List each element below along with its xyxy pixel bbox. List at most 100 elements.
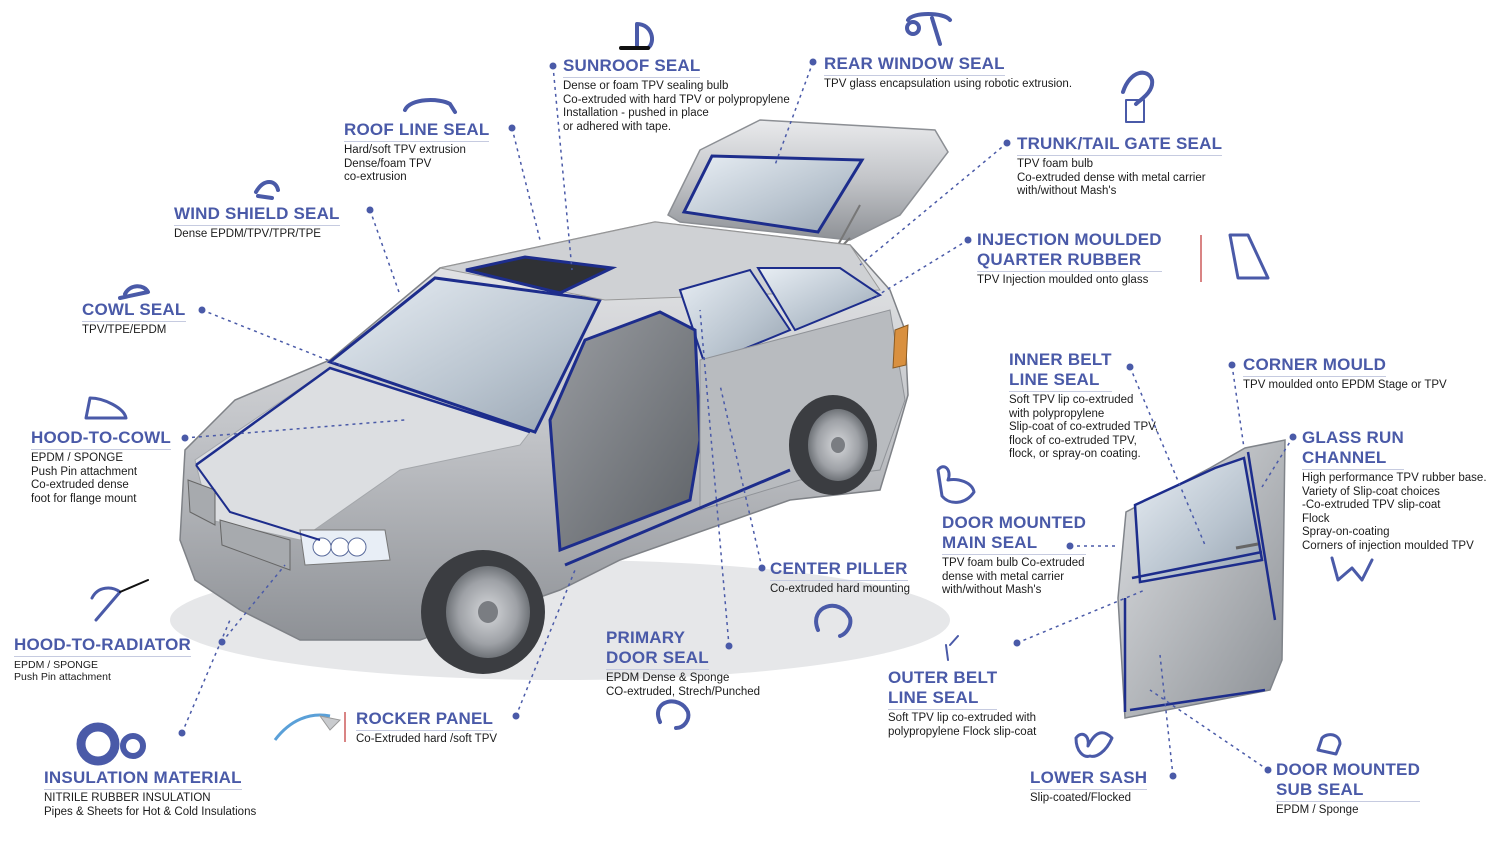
- label-description: TPV/TPE/EPDM: [82, 324, 186, 338]
- label-description-line: co-extrusion: [344, 171, 407, 183]
- label-description: EPDM / Sponge: [1276, 804, 1420, 818]
- hood-to-radiator-profile-icon: [90, 579, 149, 622]
- label-title-line: MAIN SEAL: [942, 533, 1038, 552]
- label-description: Dense EPDM/TPV/TPR/TPE: [174, 228, 340, 242]
- label-sunroof-seal: SUNROOF SEAL Dense or foam TPV sealing b…: [563, 56, 790, 134]
- label-description-line: -Co-extruded TPV slip-coat: [1302, 499, 1441, 511]
- label-title: ROOF LINE SEAL: [344, 120, 490, 142]
- label-description-line: Installation - pushed in place: [563, 107, 709, 119]
- trunk-profile-icon: [1121, 70, 1155, 123]
- label-title-line: HOOD-TO-RADIATOR: [14, 635, 191, 654]
- label-description-line: TPV foam bulb Co-extruded: [942, 557, 1085, 569]
- label-description-line: with/without Mash's: [942, 584, 1042, 596]
- label-description-line: TPV/TPE/EPDM: [82, 324, 167, 336]
- label-description-line: Flock: [1302, 512, 1330, 525]
- label-description-line: Slip-coated/Flocked: [1030, 792, 1131, 804]
- label-title-line: OUTER BELT: [888, 668, 998, 687]
- label-title-line: COWL SEAL: [82, 300, 186, 319]
- label-title-line: INNER BELT: [1009, 350, 1112, 369]
- label-title-line: REAR WINDOW SEAL: [824, 54, 1005, 73]
- cowl-profile-icon: [118, 284, 150, 300]
- label-description-line: Corners of injection moulded TPV: [1302, 539, 1474, 552]
- door-main-seal-profile-icon: [936, 465, 976, 504]
- label-title-line: CENTER PILLER: [770, 559, 908, 578]
- insulation-rings-icon: [76, 722, 146, 766]
- label-description-line: TPV moulded onto EPDM Stage or TPV: [1243, 379, 1447, 391]
- label-title-line: INJECTION MOULDED: [977, 230, 1162, 249]
- hood-to-cowl-profile-icon: [84, 396, 128, 420]
- label-description: Co-Extruded hard /soft TPV: [356, 733, 497, 747]
- label-description: TPV Injection moulded onto glass: [977, 274, 1162, 288]
- label-description-line: Dense or foam TPV sealing bulb: [563, 80, 729, 92]
- label-title-line: LOWER SASH: [1030, 768, 1148, 787]
- label-title-line: ROOF LINE SEAL: [344, 120, 490, 139]
- label-description: TPV glass encapsulation using robotic ex…: [824, 78, 1072, 92]
- label-title-line: CHANNEL: [1302, 448, 1387, 467]
- label-wind-shield-seal: WIND SHIELD SEAL Dense EPDM/TPV/TPR/TPE: [174, 204, 340, 242]
- sunroof-profile-icon: [619, 22, 654, 50]
- label-title: HOOD-TO-COWL: [31, 428, 171, 450]
- label-title-line: CORNER MOULD: [1243, 355, 1387, 374]
- label-lower-sash: LOWER SASH Slip-coated/Flocked: [1030, 768, 1148, 806]
- label-title: HOOD-TO-RADIATOR: [14, 635, 191, 657]
- label-description-line: Push Pin attachment: [14, 671, 111, 683]
- label-title: LOWER SASH: [1030, 768, 1148, 790]
- wind-shield-profile-icon: [254, 180, 280, 200]
- label-description-line: Variety of Slip-coat choices: [1302, 485, 1440, 498]
- label-rear-window-seal: REAR WINDOW SEAL TPV glass encapsulation…: [824, 54, 1072, 92]
- tailgate: [667, 119, 949, 249]
- label-description-line: EPDM / SPONGE: [31, 452, 124, 464]
- label-title-line: QUARTER RUBBER: [977, 250, 1142, 269]
- label-title-line: HOOD-TO-COWL: [31, 428, 171, 447]
- label-description-line: TPV glass encapsulation using robotic ex…: [824, 78, 1073, 90]
- label-description-line: Co-extruded dense: [31, 479, 129, 491]
- label-description-line: Pipes & Sheets for Hot & Cold Insulation…: [44, 805, 257, 818]
- label-title: INSULATION MATERIAL: [44, 768, 242, 790]
- label-description-line: polypropylene Flock slip-coat: [888, 725, 1037, 738]
- label-center-piller: CENTER PILLER Co-extruded hard mounting: [770, 559, 910, 597]
- label-description: Co-extruded hard mounting: [770, 583, 910, 597]
- label-description-line: Co-Extruded hard /soft TPV: [356, 733, 498, 745]
- label-rocker-panel: ROCKER PANEL Co-Extruded hard /soft TPV: [356, 709, 497, 747]
- label-title-line: ROCKER PANEL: [356, 709, 494, 728]
- label-description-line: Push Pin attachment: [31, 465, 138, 478]
- roof-line-profile-icon: [403, 98, 457, 114]
- label-insulation-material: INSULATION MATERIAL NITRILE RUBBER INSUL…: [44, 768, 256, 819]
- label-description-line: High performance TPV rubber base.: [1302, 472, 1487, 484]
- label-description-line: flock of co-extruded TPV,: [1009, 434, 1137, 447]
- label-title-line: WIND SHIELD SEAL: [174, 204, 340, 223]
- label-title: SUNROOF SEAL: [563, 56, 701, 78]
- label-title: COWL SEAL: [82, 300, 186, 322]
- label-description-line: Soft TPV lip co-extruded with: [888, 712, 1037, 724]
- label-cowl-seal: COWL SEAL TPV/TPE/EPDM: [82, 300, 186, 338]
- label-title: CENTER PILLER: [770, 559, 908, 581]
- label-description-line: flock, or spray-on coating.: [1009, 448, 1141, 460]
- label-description-line: EPDM / SPONGE: [14, 659, 99, 671]
- label-description-line: TPV foam bulb: [1017, 158, 1094, 170]
- label-description-line: with/without Mash's: [1017, 185, 1117, 197]
- label-description: High performance TPV rubber base.Variety…: [1302, 472, 1487, 553]
- label-title-line: DOOR MOUNTED: [1276, 760, 1421, 779]
